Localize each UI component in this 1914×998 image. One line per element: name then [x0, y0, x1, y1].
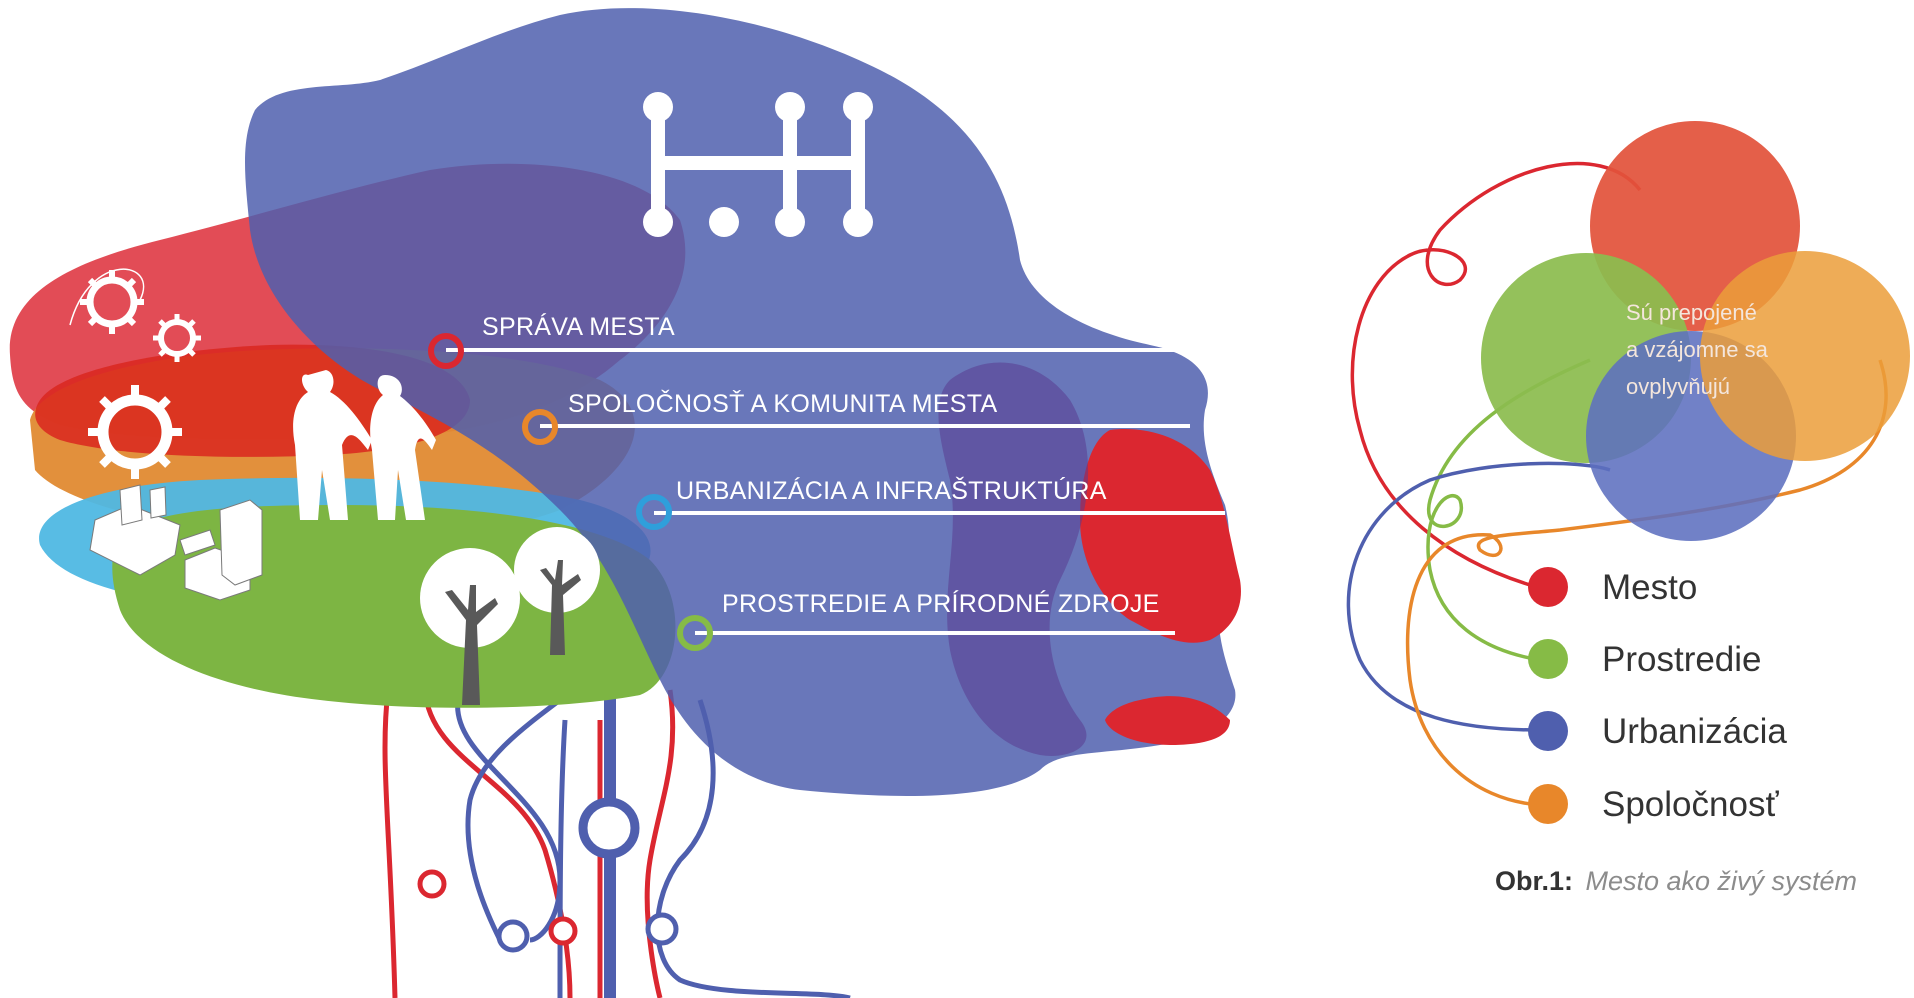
label-text: PROSTREDIE A PRÍRODNÉ ZDROJE — [722, 589, 1160, 618]
venn-line-1: Sú prepojené — [1626, 300, 1757, 325]
gear-icon — [88, 385, 182, 479]
nose-lips-red — [1080, 429, 1241, 643]
buildings-icon — [89, 484, 263, 601]
venn-line-3: ovplyvňujú — [1626, 374, 1730, 399]
venn-circle-spolocnost — [1700, 251, 1910, 461]
label-urbanizacia: URBANIZÁCIA A INFRAŠTRUKTÚRA — [636, 476, 1225, 530]
legend-item-prostredie: Prostredie — [1528, 639, 1762, 679]
gear-icons — [69, 268, 201, 479]
legend: Mesto Prostredie Urbanizácia Spoločnosť — [1528, 567, 1787, 824]
legend-item-urbanizacia: Urbanizácia — [1528, 711, 1787, 751]
label-marker — [428, 333, 464, 369]
venn-connector-lines — [1346, 161, 1888, 807]
people-icon — [293, 370, 436, 520]
circuit-nodes — [417, 797, 679, 953]
label-spolocnost: SPOLOČNOSŤ A KOMUNITA MESTA — [522, 389, 1190, 445]
label-prostredie: PROSTREDIE A PRÍRODNÉ ZDROJE — [677, 589, 1175, 651]
gear-icon — [80, 270, 144, 334]
tree-icons — [420, 527, 600, 705]
face-shadow — [938, 362, 1089, 756]
caption-prefix: Obr.1: — [1495, 866, 1573, 896]
venn-diagram: Sú prepojené a vzájomne sa ovplyvňujú — [1481, 121, 1910, 541]
caption-text: Mesto ako živý systém — [1585, 866, 1857, 896]
legend-label: Urbanizácia — [1602, 712, 1787, 751]
label-text: SPRÁVA MESTA — [482, 312, 675, 341]
figure-caption: Obr.1: Mesto ako živý systém — [1495, 866, 1857, 896]
legend-dot — [1528, 784, 1568, 824]
label-marker — [677, 615, 713, 651]
legend-dot — [1528, 567, 1568, 607]
legend-label: Prostredie — [1602, 640, 1762, 679]
label-sprava-mesta: SPRÁVA MESTA — [428, 312, 1190, 369]
mind-symbol-icon — [643, 92, 873, 237]
legend-label: Spoločnosť — [1602, 785, 1779, 824]
chin-red — [1105, 696, 1230, 745]
legend-item-spolocnost: Spoločnosť — [1528, 784, 1779, 824]
label-marker — [522, 409, 558, 445]
venn-line-2: a vzájomne sa — [1626, 337, 1769, 362]
label-text: URBANIZÁCIA A INFRAŠTRUKTÚRA — [676, 476, 1107, 505]
venn-center-text: Sú prepojené a vzájomne sa ovplyvňujú — [1626, 300, 1774, 399]
gear-icon — [153, 314, 201, 362]
legend-dot — [1528, 639, 1568, 679]
label-marker — [636, 494, 672, 530]
legend-dot — [1528, 711, 1568, 751]
label-text: SPOLOČNOSŤ A KOMUNITA MESTA — [568, 389, 997, 418]
legend-label: Mesto — [1602, 568, 1697, 607]
legend-item-mesto: Mesto — [1528, 567, 1697, 607]
head-shape — [9, 8, 1241, 796]
